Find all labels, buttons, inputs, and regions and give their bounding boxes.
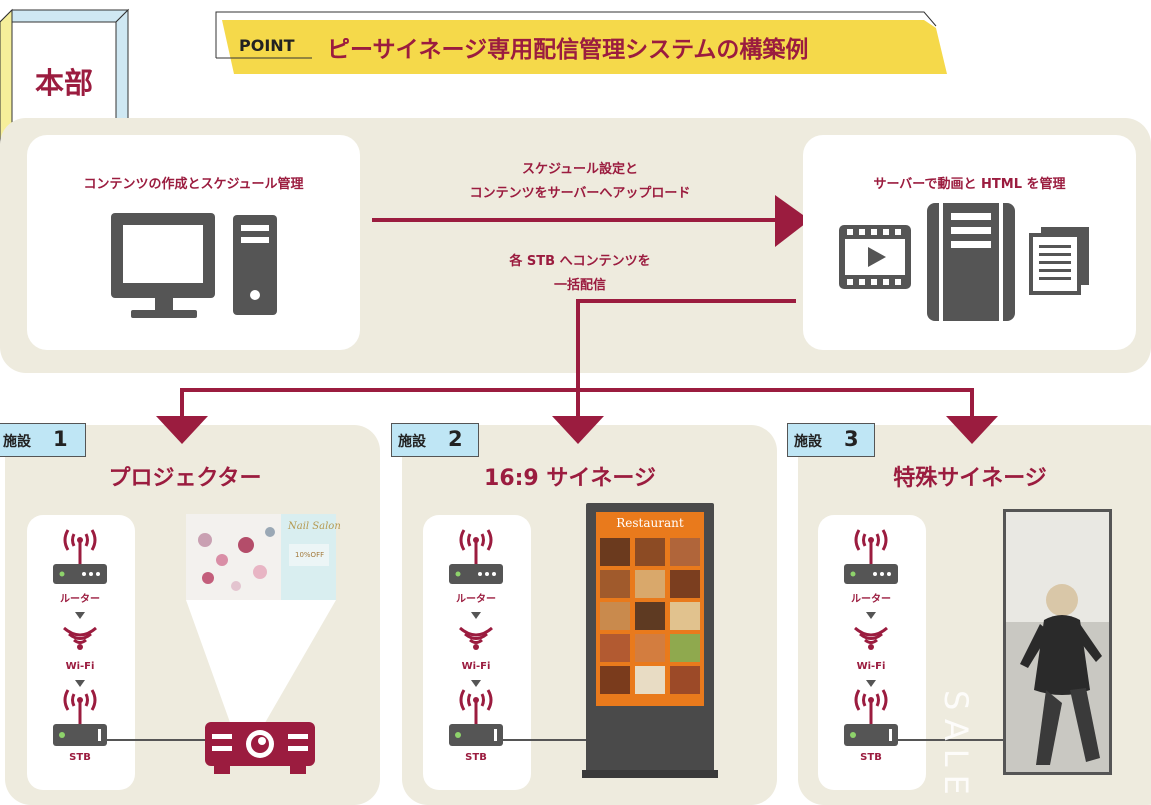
server-card: サーバーで動画と HTML を管理 xyxy=(803,135,1136,350)
projector-icon xyxy=(205,722,315,774)
point-title: ピーサイネージ専用配信管理システムの構築例 xyxy=(327,37,809,63)
facility-1-number: 1 xyxy=(53,427,68,451)
wifi-label-3: Wi-Fi xyxy=(856,661,886,672)
distribute-text-2: 一括配信 xyxy=(553,278,606,293)
facility-1-title: プロジェクター xyxy=(108,466,262,491)
wifi-label-1: Wi-Fi xyxy=(65,661,95,672)
food-grid xyxy=(600,538,700,694)
stb-label-1: STB xyxy=(69,752,91,763)
html-document-icon xyxy=(1029,227,1089,295)
upload-text-1: スケジュール設定と xyxy=(521,162,639,177)
router-label-2: ルーター xyxy=(456,594,496,605)
stb-label-3: STB xyxy=(860,752,882,763)
stb-label-2: STB xyxy=(465,752,487,763)
desktop-pc-icon xyxy=(111,213,277,318)
upload-text-2: コンテンツをサーバーへアップロード xyxy=(469,186,691,201)
facility-3-tag: 施設 3 xyxy=(787,423,875,457)
server-rack-icon xyxy=(927,203,1015,321)
facility-2-prefix: 施設 xyxy=(398,434,426,450)
facility-1-prefix: 施設 xyxy=(3,434,31,450)
server-icons xyxy=(839,203,1089,321)
router-label-3: ルーター xyxy=(851,594,891,605)
facility-3-title: 特殊サイネージ xyxy=(893,466,1047,491)
router-label-1: ルーター xyxy=(60,594,100,605)
facility-2-number: 2 xyxy=(448,427,463,451)
model-figure xyxy=(1020,584,1102,765)
content-creation-title: コンテンツの作成とスケジュール管理 xyxy=(83,177,304,192)
nail-salon-title: Nail Salon xyxy=(288,521,341,532)
facility-3-prefix: 施設 xyxy=(794,434,822,450)
restaurant-title: Restaurant xyxy=(616,516,684,530)
facility-2-title: 16:9 サイネージ xyxy=(484,466,656,491)
distribute-text-1: 各 STB へコンテンツを xyxy=(509,254,651,269)
point-banner: POINT ピーサイネージ専用配信管理システムの構築例 xyxy=(212,11,947,82)
facility-2-tag: 施設 2 xyxy=(391,423,479,457)
banner-shape xyxy=(215,11,947,74)
nail-salon-screen xyxy=(186,514,336,600)
wifi-label-2: Wi-Fi xyxy=(461,661,491,672)
facility-3-number: 3 xyxy=(844,427,859,451)
video-file-icon xyxy=(839,225,911,289)
nail-salon-offer: 10%OFF xyxy=(295,551,325,559)
sale-text: SALE xyxy=(937,690,975,803)
facility-1-tag: 施設 1 xyxy=(0,423,86,457)
point-tag: POINT xyxy=(239,36,295,55)
server-title: サーバーで動画と HTML を管理 xyxy=(873,177,1066,192)
content-creation-card: コンテンツの作成とスケジュール管理 xyxy=(27,135,360,350)
hq-label: 本部 xyxy=(34,66,93,100)
